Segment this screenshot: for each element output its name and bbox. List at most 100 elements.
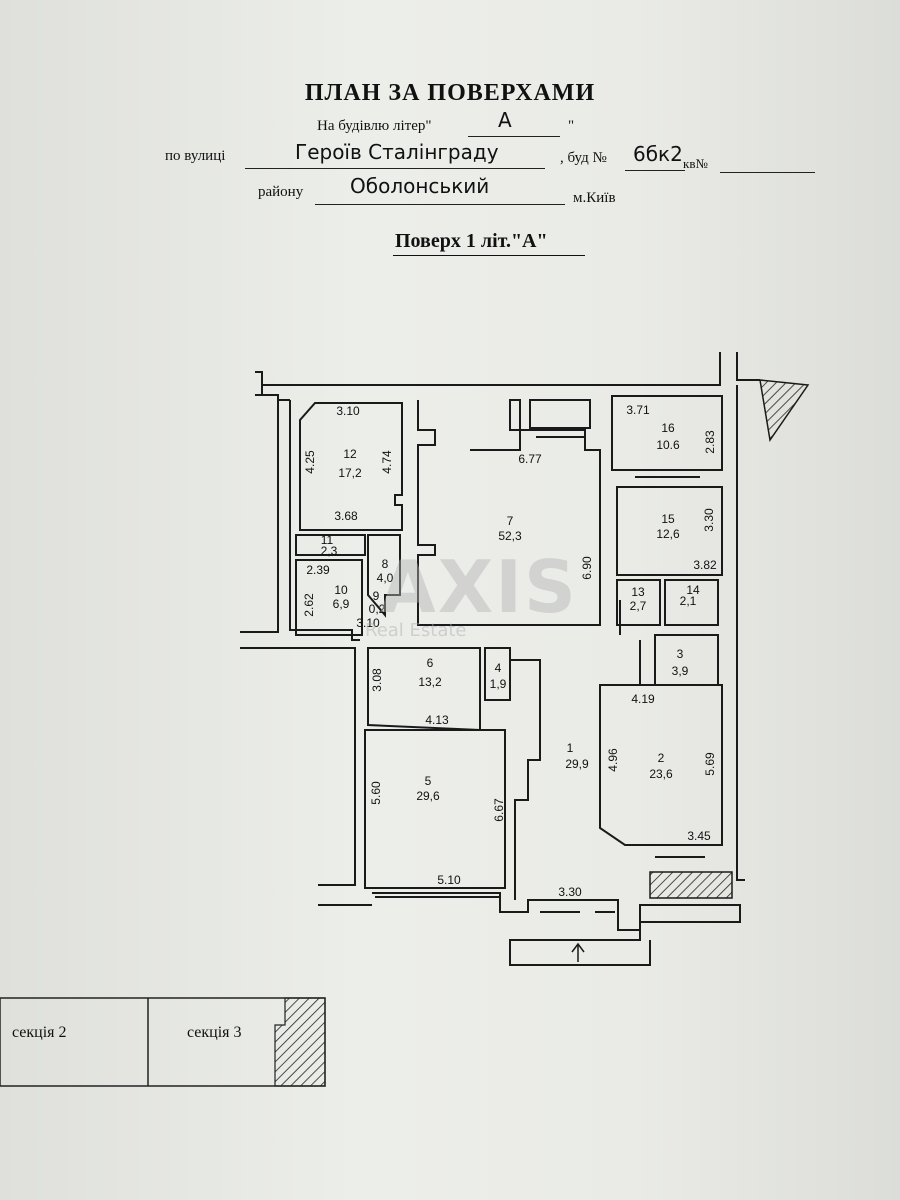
city-label: м.Київ bbox=[573, 190, 616, 206]
dim-label: 3.68 bbox=[334, 509, 358, 523]
street-underline bbox=[245, 168, 545, 169]
dim-label: 3.10 bbox=[336, 404, 360, 418]
room-8-num: 8 bbox=[382, 557, 389, 571]
room-4-area: 1,9 bbox=[490, 677, 507, 691]
street-value: Героїв Сталінграду bbox=[295, 140, 499, 164]
dim-label: 2.83 bbox=[703, 430, 717, 454]
apt-prefix: кв№ bbox=[683, 156, 708, 171]
room-5-outline bbox=[364, 729, 506, 889]
dim-label: 2.62 bbox=[302, 593, 316, 617]
room-7-outline bbox=[417, 399, 601, 626]
floor-label: Поверх 1 літ."А" bbox=[395, 230, 548, 252]
dim-label: 5.10 bbox=[437, 873, 461, 887]
room-7-window-box bbox=[529, 399, 591, 429]
room-5-area: 29,6 bbox=[416, 789, 440, 803]
stair-hatch-bottom bbox=[649, 871, 733, 899]
room-9-num: 9 bbox=[373, 589, 380, 603]
floor-underline bbox=[393, 255, 585, 256]
room-13-14-outline bbox=[616, 579, 719, 626]
room-12-area: 17,2 bbox=[338, 466, 362, 480]
outer-wall-top bbox=[255, 352, 760, 386]
building-underline bbox=[468, 136, 560, 137]
dim-label: 3.82 bbox=[693, 558, 717, 572]
room-3-area: 3,9 bbox=[672, 664, 689, 678]
section-3-hatch bbox=[274, 997, 326, 1087]
room-2-outline bbox=[599, 684, 723, 846]
room-10-area: 6,9 bbox=[333, 597, 350, 611]
dim-label: 6.67 bbox=[492, 798, 506, 822]
room-10-11-outline bbox=[295, 534, 366, 636]
house-underline bbox=[625, 170, 685, 171]
room-13-area: 2,7 bbox=[630, 599, 647, 613]
room-14-num: 14 bbox=[686, 583, 700, 597]
section-2-label: секція 2 bbox=[12, 1024, 67, 1041]
dim-label: 4.25 bbox=[303, 450, 317, 474]
room-11-num: 11 bbox=[321, 533, 334, 547]
room-12-num: 12 bbox=[343, 447, 357, 461]
dim-label: 5.60 bbox=[369, 781, 383, 805]
room-10-num: 10 bbox=[334, 583, 348, 597]
district-value: Оболонський bbox=[350, 174, 490, 198]
watermark-subtitle: Real Estate bbox=[365, 620, 467, 641]
room-6-area: 13,2 bbox=[418, 675, 442, 689]
dim-label: 2.39 bbox=[306, 563, 330, 577]
outer-wall-left bbox=[240, 400, 372, 906]
outer-wall-bottom bbox=[372, 892, 741, 966]
room-2-area: 23,6 bbox=[649, 767, 673, 781]
dim-label: 4.19 bbox=[631, 692, 655, 706]
stair-hatch-top bbox=[759, 379, 810, 442]
dim-label: 4.74 bbox=[380, 450, 394, 474]
dim-label: 6.77 bbox=[518, 452, 542, 466]
district-underline bbox=[315, 204, 565, 205]
building-prefix: На будівлю літер" bbox=[317, 118, 432, 134]
dim-label: 4.96 bbox=[606, 748, 620, 772]
room-3-num: 3 bbox=[677, 647, 684, 661]
dim-label: 3.71 bbox=[626, 403, 650, 417]
dim-label: 3.08 bbox=[370, 668, 384, 692]
building-letter: А bbox=[498, 108, 512, 132]
room-1-area: 29,9 bbox=[565, 757, 589, 771]
dim-label: 3.10 bbox=[356, 616, 380, 630]
dim-label: 3.30 bbox=[702, 508, 716, 532]
window-marks bbox=[375, 436, 705, 913]
room-2-num: 2 bbox=[658, 751, 665, 765]
room-16-num: 16 bbox=[661, 421, 675, 435]
document-title: ПЛАН ЗА ПОВЕРХАМИ bbox=[304, 80, 596, 106]
section-3-label: секція 3 bbox=[187, 1024, 242, 1041]
room-8-outline bbox=[367, 534, 401, 618]
room-14-area: 2,1 bbox=[680, 594, 697, 608]
dim-label: 3.30 bbox=[558, 885, 582, 899]
dim-label: 5.69 bbox=[703, 752, 717, 776]
room-4-num: 4 bbox=[495, 661, 502, 675]
room-12-outline bbox=[299, 402, 403, 531]
dim-label: 4.13 bbox=[425, 713, 449, 727]
room-15-area: 12,6 bbox=[656, 527, 680, 541]
room-5-num: 5 bbox=[425, 774, 432, 788]
apt-underline bbox=[720, 172, 815, 173]
dim-label: 3.45 bbox=[687, 829, 711, 843]
room-16-area: 10.6 bbox=[656, 438, 680, 452]
dim-label: 6.90 bbox=[580, 556, 594, 580]
room-4-outline bbox=[484, 647, 511, 701]
outer-wall-right bbox=[736, 385, 745, 881]
district-prefix: району bbox=[258, 184, 304, 200]
room-13-num: 13 bbox=[631, 585, 645, 599]
room-11-area: 2,3 bbox=[321, 544, 338, 558]
entrance-arrow bbox=[571, 942, 585, 962]
room-1-left-wall bbox=[510, 659, 541, 900]
outer-wall-top-left bbox=[255, 385, 290, 401]
room-6-outline bbox=[367, 647, 481, 732]
room-9-area: 0,2 bbox=[369, 602, 386, 616]
room-7-area: 52,3 bbox=[498, 529, 522, 543]
inner-wall-left bbox=[289, 400, 360, 641]
street-prefix: по вулиці bbox=[165, 148, 226, 164]
room-15-num: 15 bbox=[661, 512, 675, 526]
building-suffix: " bbox=[568, 118, 575, 134]
room-16-outline bbox=[611, 395, 723, 471]
room-8-area: 4,0 bbox=[377, 571, 394, 585]
room-7-num: 7 bbox=[507, 514, 514, 528]
watermark-logo: AXIS bbox=[380, 545, 578, 629]
room-6-num: 6 bbox=[427, 656, 434, 670]
room-1-num: 1 bbox=[567, 741, 574, 755]
